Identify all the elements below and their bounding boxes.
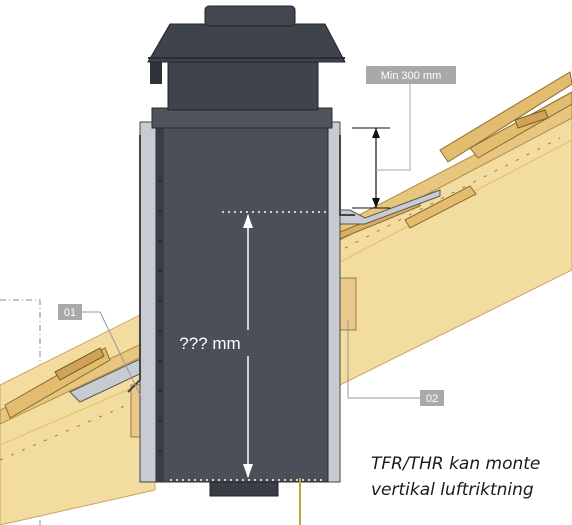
min-height-dimension: Min 300 mm	[352, 66, 456, 209]
callout-02: 02	[347, 320, 444, 406]
min-height-label-bg	[366, 66, 456, 84]
roof-left	[0, 309, 156, 525]
duct-height-label: ??? mm	[179, 334, 240, 353]
caption-line-1: TFR/THR kan monte	[371, 454, 541, 474]
callout-01: 01	[58, 304, 141, 396]
dashed-outline	[0, 299, 41, 525]
callout-01-label: 01	[64, 307, 76, 319]
roof-right	[329, 71, 572, 386]
callout-02-label: 02	[426, 393, 438, 405]
duct-height-dimension: ??? mm	[166, 211, 326, 481]
caption-line-2: vertikal luftriktning	[371, 480, 534, 500]
min-height-label: Min 300 mm	[381, 70, 442, 82]
duct-unit	[127, 5, 355, 525]
